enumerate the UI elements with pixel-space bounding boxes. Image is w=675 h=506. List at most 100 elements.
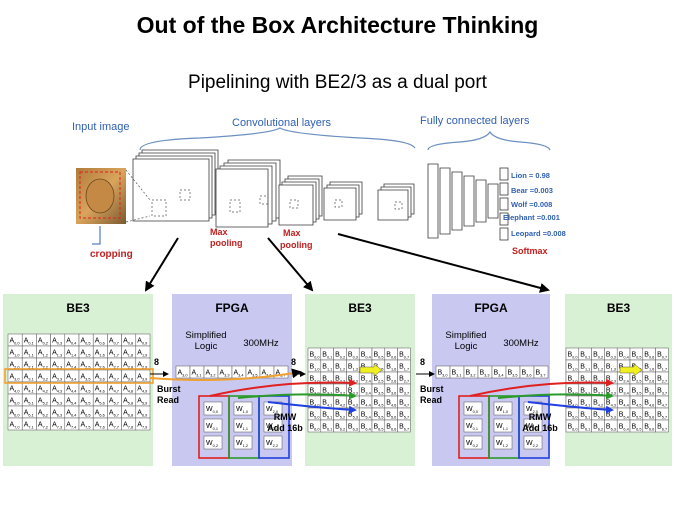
grid-cell-label: B3,7	[399, 388, 409, 396]
grid-cell-label: B6,6	[644, 424, 654, 432]
rmw-label-2: RMW	[529, 412, 552, 422]
grid-cell-label: B1,3	[348, 364, 358, 372]
grid-cell-label: B0,5	[374, 352, 384, 360]
grid-cell-label: A2,7	[109, 362, 119, 370]
panel-3-title: BE3	[348, 301, 372, 315]
grid-cell-label: B5,7	[657, 412, 667, 420]
grid-cell-label: B5,1	[580, 412, 590, 420]
grid-cell-label: A7,9	[137, 422, 147, 430]
grid-cell	[397, 419, 411, 433]
grid-cell-label: A2,5	[81, 362, 91, 370]
flow-green-1	[237, 391, 357, 400]
burst-label-2: Burst	[420, 384, 444, 394]
grid-cell-label: A6,6	[95, 410, 105, 418]
row-cell-label: A3,4	[234, 370, 245, 378]
conv-brace	[139, 127, 416, 151]
grid-cell-label: B3,0	[568, 388, 578, 396]
grid-cell-label: A6,1	[24, 410, 34, 418]
grid-cell-label: A5,3	[52, 398, 62, 406]
grid-cell-label: A2,8	[123, 362, 133, 370]
weight-cell	[203, 418, 223, 433]
grid-cell-label: B6,6	[386, 424, 396, 432]
output-wolf: Wolf =0.008	[511, 200, 552, 209]
fc-layers	[427, 163, 499, 239]
grid-cell-label: B4,1	[322, 400, 332, 408]
grid-cell-label: A4,4	[66, 386, 77, 394]
output-leopard: Leopard =0.008	[511, 229, 566, 238]
grid-cell-label: B0,7	[657, 352, 667, 360]
weight-label: W2,0	[526, 406, 538, 414]
weight-cell	[463, 435, 483, 450]
grid-cell-label: A3,3	[52, 374, 62, 382]
grid-cell-label: B0,5	[632, 352, 642, 360]
grid-cell-label: B5,1	[322, 412, 332, 420]
grid-cell-label: B5,6	[386, 412, 396, 420]
max-pooling-1-line1: Max	[210, 227, 228, 237]
grid-cell-label: B4,7	[657, 400, 667, 408]
weight-cell	[493, 418, 513, 433]
grid-cell-label: B1,1	[322, 364, 332, 372]
grid-cell-label: B2,1	[322, 376, 332, 384]
grid-cell-label: A7,8	[123, 422, 133, 430]
grid-cell-label: A5,8	[123, 398, 133, 406]
grid-cell-label: B3,4	[361, 388, 372, 396]
grid-cell-label: B6,3	[606, 424, 616, 432]
grid-cell-label: A2,4	[66, 362, 77, 370]
grid-cell-label: B2,5	[632, 376, 642, 384]
grid-cell-label: B1,7	[399, 364, 409, 372]
grid-cell-label: B1,0	[310, 364, 320, 372]
grid-cell-label: A6,3	[52, 410, 62, 418]
flow-green-2	[497, 391, 614, 400]
grid-cell-label: B4,2	[335, 400, 345, 408]
grid-cell-label: A0,5	[81, 338, 91, 346]
grid-cell-label: A6,5	[81, 410, 91, 418]
grid-cell-label: A4,9	[137, 386, 147, 394]
grid-cell-label: B0,0	[568, 352, 578, 360]
weight-label: W2,1	[526, 423, 538, 431]
grid-cell-label: B3,5	[632, 388, 642, 396]
grid-cell-label: A1,5	[81, 350, 91, 358]
grid-cell-label: A0,9	[137, 338, 147, 346]
grid-cell-label: B1,3	[606, 364, 616, 372]
grid-cell-label: A3,5	[81, 374, 91, 382]
panel-2-clock: 300MHz	[243, 338, 279, 349]
row-cell-label: B3,4	[494, 370, 505, 378]
grid-cell-label: B3,1	[580, 388, 590, 396]
grid-cell-label: B1,1	[580, 364, 590, 372]
grid-cell-label: A5,7	[109, 398, 119, 406]
weight-cell	[523, 435, 543, 450]
grid-cell-label: B4,3	[348, 400, 358, 408]
grid-cell-label: B4,4	[619, 400, 630, 408]
weight-cell	[463, 418, 483, 433]
grid-cell-label: A1,3	[52, 350, 62, 358]
read-label-2: Read	[420, 395, 442, 405]
weight-cell	[493, 435, 513, 450]
grid-cell-label: B2,4	[619, 376, 630, 384]
cropping-label: cropping	[90, 249, 133, 260]
yellow-arrow-2	[619, 363, 643, 377]
rmw-label-1: RMW	[274, 412, 297, 422]
grid-cell-label: B0,0	[310, 352, 320, 360]
grid-cell-label: B2,7	[657, 376, 667, 384]
grid-cell-label: B3,4	[619, 388, 630, 396]
grid-cell-label: B6,4	[619, 424, 630, 432]
grid-cell-label: B6,1	[580, 424, 590, 432]
grid-cell-label: B0,3	[606, 352, 616, 360]
grid-cell-label: A3,1	[24, 374, 34, 382]
grid-cell-label: B5,4	[361, 412, 372, 420]
panel-5-title: BE3	[607, 301, 631, 315]
grid-cell-label: A4,5	[81, 386, 91, 394]
weight-cell	[263, 418, 283, 433]
weight-label: W1,1	[236, 423, 248, 431]
row-cell-label: A3,2	[206, 370, 216, 378]
grid-cell-label: A1,8	[123, 350, 133, 358]
grid-cell-label: A0,4	[66, 338, 77, 346]
grid-cell-label: A3,7	[109, 374, 119, 382]
grid-cell-label: B4,6	[386, 400, 396, 408]
grid-cell-label: A3,4	[66, 374, 77, 382]
grid-cell-label: B2,2	[335, 376, 345, 384]
grid-cell-label: B4,7	[399, 400, 409, 408]
weight-cell	[233, 435, 253, 450]
bus-width-1: 8	[154, 357, 159, 367]
grid-cell-label: B6,5	[632, 424, 642, 432]
